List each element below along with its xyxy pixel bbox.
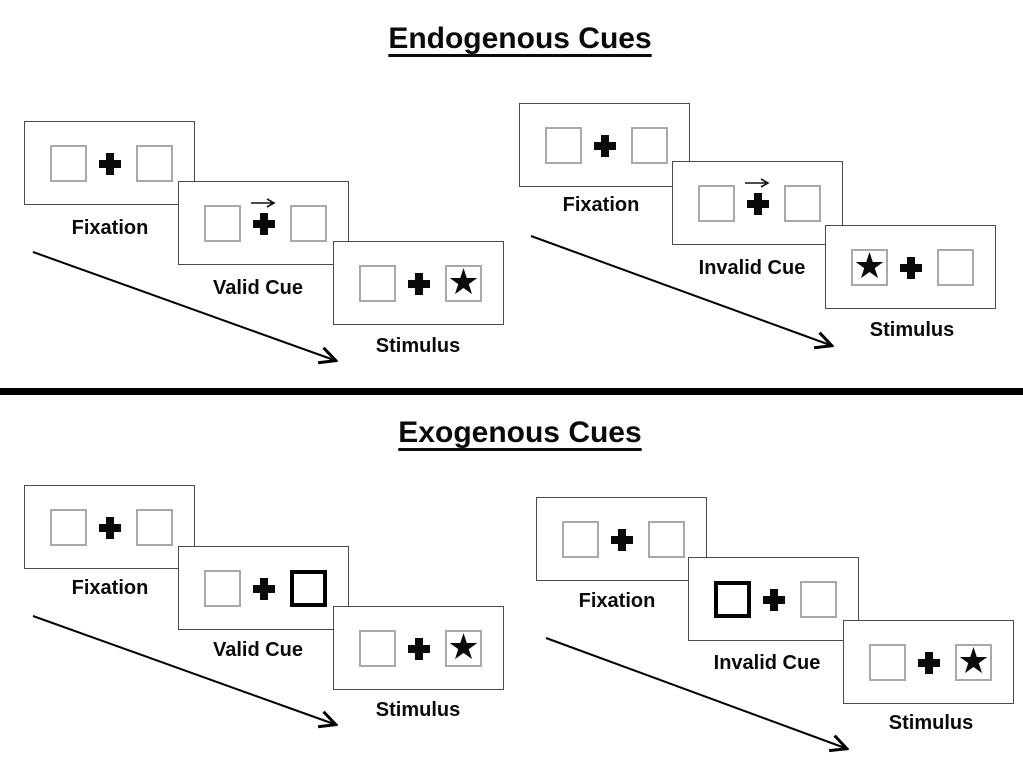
fixation-cross-icon (611, 529, 633, 551)
placeholder-box-left (698, 185, 735, 222)
placeholder-box-left (545, 127, 582, 164)
panel-label-fixation: Fixation (562, 194, 640, 216)
fixation-cross-icon (99, 153, 121, 175)
fixation-cross-icon (408, 638, 430, 660)
timeline-arrow (32, 251, 341, 367)
placeholder-box-left (562, 521, 599, 558)
placeholder-box-right (136, 509, 173, 546)
fixation-cross-icon (900, 257, 922, 279)
section-divider (0, 388, 1023, 395)
timeline-arrow (545, 637, 852, 755)
target-star-icon: ★ (957, 640, 990, 682)
panel-invalid-cue (672, 161, 843, 245)
right-arrow-cue-icon (251, 198, 276, 208)
target-box-right: ★ (955, 640, 992, 682)
panel-fixation (24, 121, 195, 205)
panel-valid-cue (178, 181, 349, 265)
placeholder-box-left (50, 509, 87, 546)
placeholder-box-left (50, 145, 87, 182)
placeholder-box-right (290, 205, 327, 242)
panel-label-cue: Valid Cue (212, 639, 304, 661)
panel-label-stimulus: Stimulus (375, 335, 461, 357)
timeline-arrow (32, 615, 341, 731)
panel-label-fixation: Fixation (578, 590, 656, 612)
peripheral-cue-box-left (714, 581, 751, 618)
timeline-arrow (530, 235, 837, 352)
peripheral-cue-box-right (290, 570, 327, 607)
panel-stimulus: ★ (333, 606, 504, 690)
placeholder-box-left (204, 205, 241, 242)
panel-label-stimulus: Stimulus (869, 319, 955, 341)
fixation-cross-icon (747, 193, 769, 215)
panel-fixation (536, 497, 707, 581)
placeholder-box-left (359, 265, 396, 302)
panel-label-stimulus: Stimulus (375, 699, 461, 721)
fixation-cross-icon (253, 578, 275, 600)
placeholder-box-right (648, 521, 685, 558)
target-star-icon: ★ (447, 261, 480, 303)
target-star-icon: ★ (853, 245, 886, 287)
placeholder-box-right (136, 145, 173, 182)
section-title-endogenous: Endogenous Cues (388, 22, 652, 55)
target-box-right: ★ (445, 261, 482, 303)
panel-stimulus: ★ (825, 225, 996, 309)
panel-label-cue: Invalid Cue (698, 257, 806, 279)
panel-label-fixation: Fixation (71, 217, 149, 239)
panel-label-fixation: Fixation (71, 577, 149, 599)
target-box-right: ★ (445, 626, 482, 668)
placeholder-box-left (359, 630, 396, 667)
panel-fixation (24, 485, 195, 569)
panel-stimulus: ★ (843, 620, 1014, 704)
section-title-exogenous: Exogenous Cues (398, 416, 642, 449)
target-box-left: ★ (851, 245, 888, 287)
placeholder-box-left (869, 644, 906, 681)
panel-label-cue: Invalid Cue (713, 652, 821, 674)
fixation-cross-icon (594, 135, 616, 157)
panel-label-cue: Valid Cue (212, 277, 304, 299)
panel-stimulus: ★ (333, 241, 504, 325)
fixation-cross-icon (763, 589, 785, 611)
right-arrow-cue-icon (745, 178, 770, 188)
panel-label-stimulus: Stimulus (888, 712, 974, 734)
placeholder-box-right (937, 249, 974, 286)
placeholder-box-right (784, 185, 821, 222)
target-star-icon: ★ (447, 626, 480, 668)
fixation-cross-icon (408, 273, 430, 295)
placeholder-box-right (631, 127, 668, 164)
placeholder-box-left (204, 570, 241, 607)
placeholder-box-right (800, 581, 837, 618)
panel-fixation (519, 103, 690, 187)
fixation-cross-icon (99, 517, 121, 539)
fixation-cross-icon (253, 213, 275, 235)
panel-invalid-cue (688, 557, 859, 641)
panel-valid-cue (178, 546, 349, 630)
fixation-cross-icon (918, 652, 940, 674)
